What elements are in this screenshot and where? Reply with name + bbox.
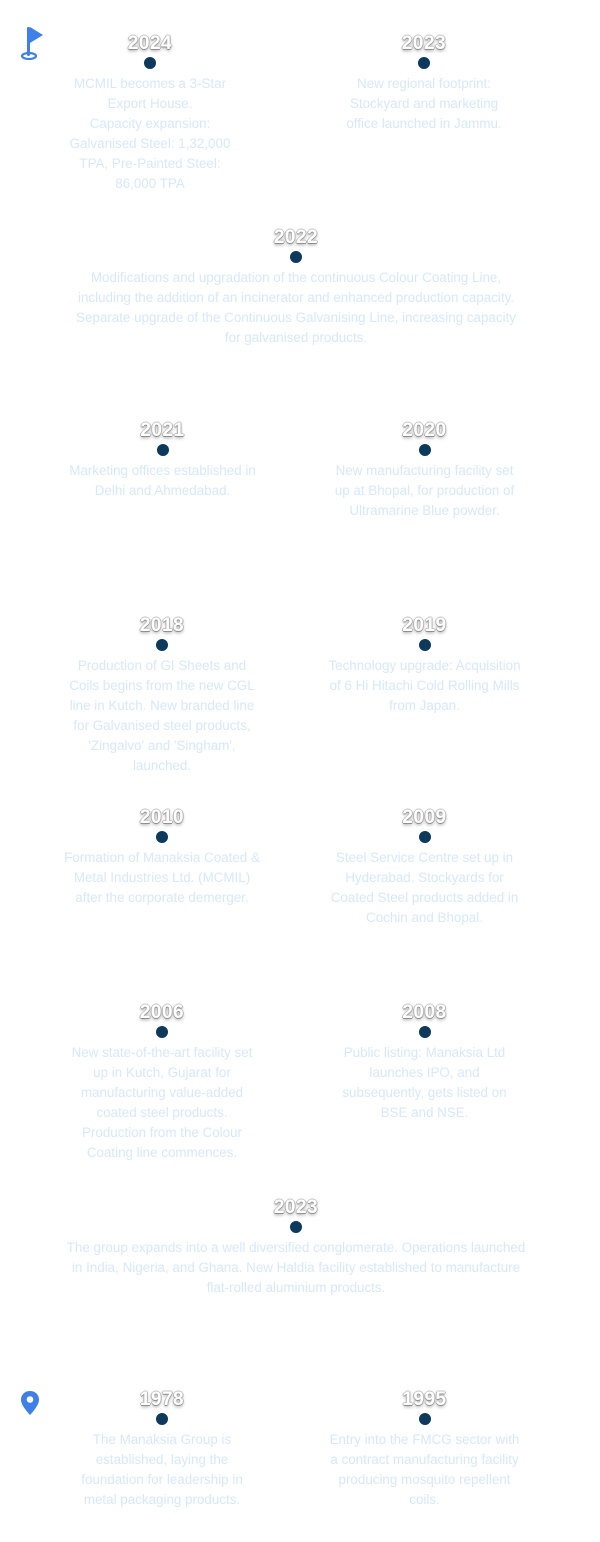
- timeline-entry-2010: 2010 Formation of Manaksia Coated & Meta…: [62, 808, 262, 908]
- entry-year: 1978: [139, 1389, 185, 1410]
- timeline-entry-2018: 2018 Production of GI Sheets and Coils b…: [68, 616, 256, 776]
- timeline-entry-1995: 1995 Entry into the FMCG sector with a c…: [329, 1390, 520, 1510]
- entry-year: 2018: [139, 615, 185, 636]
- timeline-entry-1978: 1978 The Manaksia Group is established, …: [68, 1390, 256, 1510]
- entry-year: 2006: [139, 1002, 185, 1023]
- timeline-entry-2023-group: 2023 The group expands into a well diver…: [66, 1198, 526, 1298]
- timeline-entry-2021: 2021 Marketing offices established in De…: [65, 421, 260, 501]
- timeline-dot: [156, 444, 169, 456]
- timeline-dot: [418, 639, 431, 651]
- entry-year: 2020: [402, 420, 447, 441]
- entry-year: 2021: [140, 420, 185, 441]
- entry-description: Modifications and upgradation of the con…: [76, 270, 516, 345]
- timeline-entry-2022: 2022 Modifications and upgradation of th…: [72, 228, 520, 348]
- entry-year: 2022: [273, 227, 319, 248]
- timeline-entry-2023-jammu: 2023 New regional footprint: Stockyard a…: [334, 34, 514, 134]
- entry-description: The group expands into a well diversifie…: [66, 1240, 526, 1295]
- timeline-dot: [156, 1413, 168, 1425]
- entry-description: Production of GI Sheets and Coils begins…: [69, 658, 255, 773]
- timeline-dot: [418, 57, 430, 69]
- timeline-dot: [418, 1026, 431, 1038]
- timeline-entry-2008: 2008 Public listing: Manaksia Ltd launch…: [332, 1003, 517, 1123]
- entry-year: 2024: [127, 33, 173, 54]
- flag-icon: [18, 24, 44, 60]
- timeline-dot: [156, 639, 168, 651]
- timeline-entry-2024: 2024 MCMIL becomes a 3-Star Export House…: [60, 34, 240, 194]
- timeline-dot: [156, 831, 168, 843]
- entry-year: 1995: [402, 1389, 447, 1410]
- entry-description: Marketing offices established in Delhi a…: [69, 463, 256, 498]
- timeline-entry-2020: 2020 New manufacturing facility set up a…: [327, 421, 522, 521]
- entry-description: Public listing: Manaksia Ltd launches IP…: [342, 1045, 507, 1120]
- timeline-dot: [290, 251, 302, 263]
- entry-description: Steel Service Centre set up in Hyderabad…: [330, 850, 519, 925]
- entry-description: MCMIL becomes a 3-Star Export House. Cap…: [60, 74, 240, 194]
- entry-description: The Manaksia Group is established, layin…: [81, 1432, 243, 1507]
- timeline-dot: [418, 1413, 431, 1425]
- timeline-entry-2006: 2006 New state-of-the-art facility set u…: [70, 1003, 254, 1163]
- entry-description: New regional footprint: Stockyard and ma…: [346, 76, 502, 131]
- timeline-dot: [144, 57, 156, 69]
- timeline-entry-2009: 2009 Steel Service Centre set up in Hyde…: [327, 808, 522, 928]
- entry-year: 2023: [401, 33, 447, 54]
- entry-description: Formation of Manaksia Coated & Metal Ind…: [64, 850, 260, 905]
- location-pin-icon: [18, 1388, 44, 1424]
- timeline-dot: [418, 831, 431, 843]
- entry-year: 2009: [402, 807, 447, 828]
- entry-year: 2023: [273, 1197, 319, 1218]
- entry-description: New state-of-the-art facility set up in …: [71, 1045, 253, 1160]
- entry-description: Technology upgrade: Acquisition of 6 Hi …: [328, 658, 521, 713]
- entry-year: 2010: [139, 807, 185, 828]
- timeline-entry-2019: 2019 Technology upgrade: Acquisition of …: [327, 616, 522, 716]
- entry-description: New manufacturing facility set up at Bho…: [334, 463, 515, 518]
- timeline-dot: [418, 444, 431, 456]
- entry-description-line: MCMIL becomes a 3-Star Export House. Cap…: [69, 76, 231, 191]
- entry-description: Entry into the FMCG sector with a contra…: [329, 1432, 520, 1507]
- entry-year: 2008: [402, 1002, 447, 1023]
- timeline-dot: [290, 1221, 302, 1233]
- timeline-dot: [156, 1026, 168, 1038]
- entry-year: 2019: [402, 615, 447, 636]
